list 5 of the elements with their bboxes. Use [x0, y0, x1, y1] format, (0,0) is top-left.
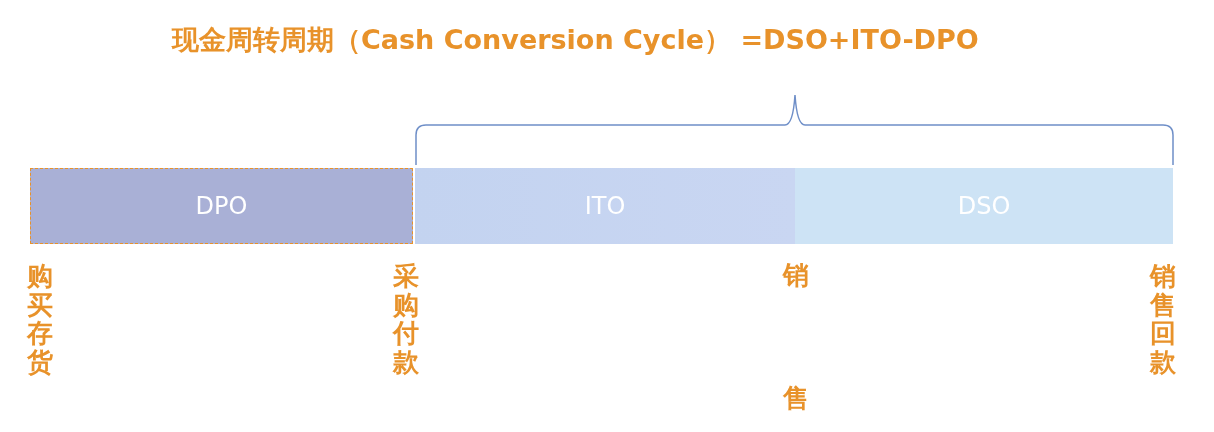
- period-bar: DPO: [30, 168, 413, 244]
- event-label: 销售: [783, 259, 809, 414]
- period-bar: ITO: [415, 168, 795, 244]
- diagram-title: 现金周转周期（Cash Conversion Cycle） =DSO+ITO-DPO: [172, 23, 979, 57]
- event-label: 采购付款: [393, 262, 419, 377]
